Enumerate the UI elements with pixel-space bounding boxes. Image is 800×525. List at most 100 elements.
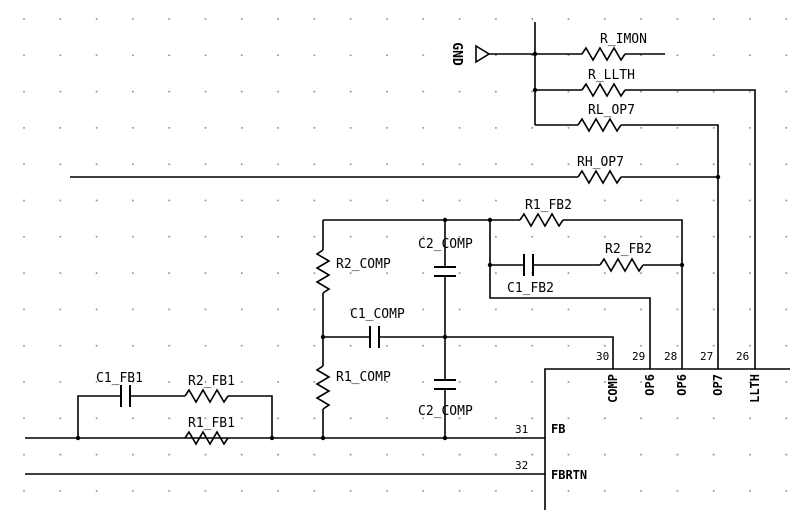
grid-dot xyxy=(422,417,425,420)
grid-dot xyxy=(494,344,497,347)
grid-dot xyxy=(494,126,497,129)
grid-dot xyxy=(59,54,62,57)
grid-dot xyxy=(240,54,243,57)
grid-dot xyxy=(712,344,715,347)
grid-dot xyxy=(567,235,570,238)
grid-dot xyxy=(204,489,207,492)
grid-dot xyxy=(640,163,643,166)
grid-dot xyxy=(640,90,643,93)
grid-dot xyxy=(676,381,679,383)
grid-dot xyxy=(458,18,461,20)
grid-dot xyxy=(494,489,497,492)
grid-dot xyxy=(240,381,243,383)
grid-dot xyxy=(168,18,171,20)
grid-dot xyxy=(131,272,134,275)
grid-dot xyxy=(131,308,134,311)
grid-dot xyxy=(131,18,134,20)
grid-dot xyxy=(567,344,570,347)
wire-c1-comp-right xyxy=(379,336,614,365)
junction-c1-fb2 xyxy=(487,262,493,268)
grid-dot xyxy=(567,453,570,456)
grid-dot xyxy=(712,235,715,238)
r2-fb2-resistor xyxy=(599,257,644,273)
pin-28-number: 28 xyxy=(664,350,677,363)
wire-rl-op7-right xyxy=(621,124,719,365)
junction-r2-fb2 xyxy=(679,262,685,268)
grid-dot xyxy=(168,417,171,420)
grid-dot xyxy=(422,18,425,20)
grid-dot xyxy=(531,199,534,202)
grid-dot xyxy=(567,272,570,275)
wire-r-llth-right xyxy=(625,89,756,365)
grid-dot xyxy=(749,272,751,275)
pin-32-name: FBRTN xyxy=(551,468,587,482)
grid-dot xyxy=(567,308,570,311)
grid-dot xyxy=(640,489,643,492)
junction-c1-comp-left xyxy=(320,334,326,340)
grid-dot xyxy=(458,163,461,166)
grid-dot xyxy=(494,453,497,456)
grid-dot xyxy=(23,90,25,93)
rl-op7-resistor xyxy=(577,117,622,133)
pin-29-number: 29 xyxy=(632,350,645,363)
r2-fb1-resistor xyxy=(184,388,229,404)
junction-c1-comp-right xyxy=(442,334,448,340)
grid-dot xyxy=(676,235,679,238)
grid-dot xyxy=(603,18,606,20)
grid-dot xyxy=(131,163,134,166)
grid-dot xyxy=(640,272,643,275)
grid-dot xyxy=(23,126,25,129)
grid-dot xyxy=(386,272,388,275)
grid-dot xyxy=(749,54,751,57)
grid-dots xyxy=(23,18,788,492)
grid-dot xyxy=(277,54,280,57)
grid-dot xyxy=(59,453,62,456)
grid-dot xyxy=(386,90,388,93)
grid-dot xyxy=(313,308,316,311)
grid-dot xyxy=(494,90,497,93)
grid-dot xyxy=(531,344,534,347)
grid-dot xyxy=(785,163,788,166)
grid-dot xyxy=(204,417,207,420)
gnd-label: GND xyxy=(449,42,464,66)
grid-dot xyxy=(240,344,243,347)
grid-dot xyxy=(59,344,62,347)
grid-dot xyxy=(168,90,171,93)
grid-dot xyxy=(458,489,461,492)
grid-dot xyxy=(458,199,461,202)
grid-dot xyxy=(494,272,497,275)
grid-dot xyxy=(277,18,280,20)
grid-dot xyxy=(59,308,62,311)
grid-dot xyxy=(131,199,134,202)
grid-dot xyxy=(676,308,679,311)
grid-dot xyxy=(749,417,751,420)
grid-dot xyxy=(59,489,62,492)
grid-dot xyxy=(204,54,207,57)
grid-dot xyxy=(386,163,388,166)
grid-dot xyxy=(240,90,243,93)
grid-dot xyxy=(131,235,134,238)
grid-dot xyxy=(712,199,715,202)
grid-dot xyxy=(349,90,352,93)
grid-dot xyxy=(422,126,425,129)
grid-dot xyxy=(712,272,715,275)
grid-dot xyxy=(95,54,98,57)
grid-dot xyxy=(386,489,388,492)
grid-dot xyxy=(531,453,534,456)
wire-r2-fb1-right xyxy=(228,395,273,438)
grid-dot xyxy=(676,199,679,202)
r1-comp-label: R1_COMP xyxy=(336,370,391,385)
grid-dot xyxy=(313,90,316,93)
wire-fb2-left-vertical xyxy=(489,220,651,365)
grid-dot xyxy=(277,199,280,202)
grid-dot xyxy=(531,381,534,383)
grid-dot xyxy=(712,417,715,420)
grid-dot xyxy=(386,18,388,20)
grid-dot xyxy=(131,417,134,420)
grid-dot xyxy=(313,489,316,492)
grid-dot xyxy=(204,381,207,383)
grid-dot xyxy=(277,417,280,420)
grid-dot xyxy=(640,453,643,456)
grid-dot xyxy=(23,199,25,202)
